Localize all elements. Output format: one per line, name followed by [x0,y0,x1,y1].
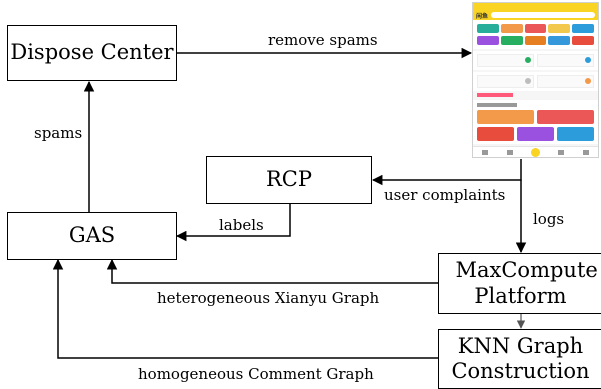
category-icon [572,36,594,45]
phone-feed-item [477,127,514,141]
knn-node: KNN Graph Construction [438,329,601,389]
phone-card [537,54,594,67]
category-icon [500,24,523,33]
maxcompute-node: MaxCompute Platform [438,253,601,314]
phone-card-row [473,51,598,70]
app-logo: 闲鱼 [476,12,489,20]
phone-search-bar: 闲鱼 [473,10,598,20]
phone-feed-section [473,100,598,144]
category-icon [548,36,571,45]
maxcompute-label: MaxCompute Platform [455,258,598,308]
phone-feed-row [477,127,594,141]
category-icon [477,24,499,33]
knn-label: KNN Graph Construction [451,333,590,383]
category-icon [572,24,594,33]
arrow-homogeneous [52,258,438,359]
gas-label: GAS [68,223,116,248]
phone-feed-item [537,110,594,124]
label-spams: spams [34,124,83,142]
arrow-heterogeneous [106,258,438,284]
phone-card-row [473,72,598,91]
arrow-user-complaints [371,159,522,186]
profile-icon [582,149,589,155]
rcp-label: RCP [265,167,312,192]
xianyu-app-screenshot: 闲鱼 [472,2,599,158]
label-user-complaints: user complaints [384,186,506,204]
phone-card [477,75,534,88]
phone-category-grid [473,20,598,49]
phone-status-bar [473,3,598,10]
category-icon [524,36,547,45]
rcp-node: RCP [206,156,372,204]
home-icon [482,149,489,155]
category-icon [524,24,547,33]
phone-feed-item [517,127,554,141]
phone-section-title [477,103,517,107]
label-labels: labels [219,216,264,234]
phone-banner [477,93,513,97]
message-icon [558,149,565,155]
category-icon [548,24,571,33]
category-icon [500,36,523,45]
dispose-center-node: Dispose Center [7,25,177,81]
phone-card [477,54,534,67]
dispose-center-label: Dispose Center [10,40,174,65]
gas-node: GAS [7,212,177,260]
arrow-labels [175,204,291,242]
label-homogeneous: homogeneous Comment Graph [138,365,374,383]
category-icon [477,36,499,45]
phone-search-input [491,12,595,18]
phone-feed-row [477,110,594,124]
phone-feed-item [557,127,594,141]
label-remove-spams: remove spams [268,31,378,49]
label-heterogeneous: heterogeneous Xianyu Graph [157,289,380,307]
fish-pond-icon [506,149,513,155]
phone-feed-item [477,110,534,124]
phone-bottom-nav [473,146,598,157]
label-logs: logs [533,210,565,228]
phone-card [537,75,594,88]
publish-icon [530,147,540,157]
